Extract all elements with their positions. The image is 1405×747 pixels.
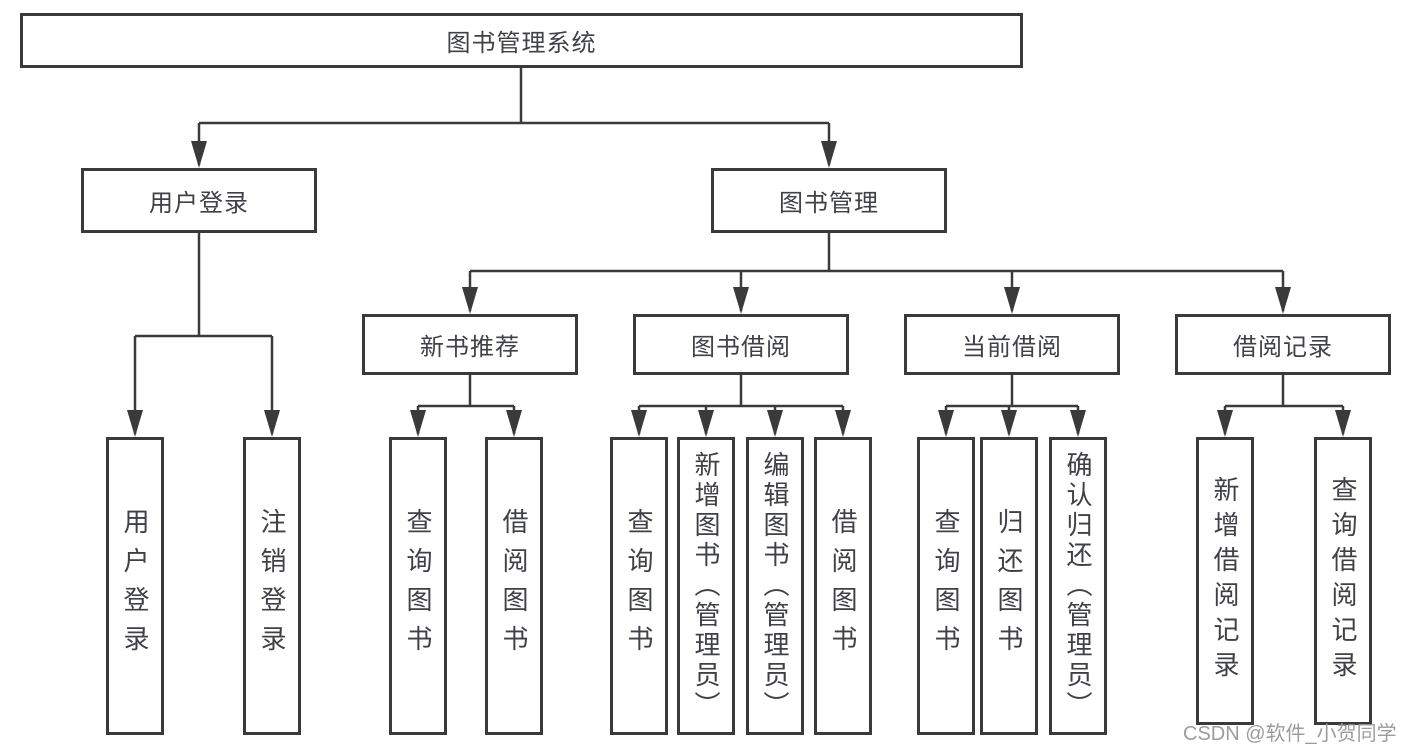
leaf-edit-books-admin: 编辑图书（管理员） xyxy=(746,437,804,735)
leaf-logout-login: 注销登录 xyxy=(243,437,301,735)
leaf-borrow-books-recommend: 借阅图书 xyxy=(485,437,543,735)
node-label: 注销登录 xyxy=(257,508,287,664)
leaf-confirm-return-admin: 确认归还（管理员） xyxy=(1049,437,1107,735)
leaf-query-books-recommend: 查询图书 xyxy=(389,437,447,735)
leaf-return-books: 归还图书 xyxy=(980,437,1038,735)
leaf-user-login: 用户登录 xyxy=(106,437,164,735)
leaf-borrow-books: 借阅图书 xyxy=(814,437,872,735)
connector-root-to-level2 xyxy=(197,68,831,165)
leaf-add-books-admin: 新增图书（管理员） xyxy=(677,437,735,735)
connector-bookmgmt-to-level3 xyxy=(468,233,1285,311)
node-new-book-recommend: 新书推荐 xyxy=(362,314,578,375)
connector-borrow-to-leaves xyxy=(637,375,845,434)
node-label: 查询图书 xyxy=(403,508,433,664)
node-label: 借阅图书 xyxy=(499,508,529,664)
node-label: 查询图书 xyxy=(624,508,654,664)
connector-records-to-leaves xyxy=(1223,375,1345,434)
node-label: 图书借阅 xyxy=(691,334,791,361)
connector-userlogin-to-leaves xyxy=(133,233,274,434)
node-label: 借阅记录 xyxy=(1233,334,1333,361)
node-label: 查询图书 xyxy=(931,508,961,664)
leaf-query-books-borrow: 查询图书 xyxy=(610,437,668,735)
connector-newbook-to-leaves xyxy=(416,375,516,434)
node-user-login: 用户登录 xyxy=(81,168,317,233)
leaf-query-borrow-record: 查询借阅记录 xyxy=(1314,437,1372,725)
node-label: 用户登录 xyxy=(120,508,150,664)
leaf-query-books-current: 查询图书 xyxy=(917,437,975,735)
node-label: 编辑图书（管理员） xyxy=(760,451,790,721)
node-label: 归还图书 xyxy=(994,508,1024,664)
csdn-watermark: CSDN @软件_小贺同学 xyxy=(1183,723,1397,745)
node-book-borrow: 图书借阅 xyxy=(633,314,849,375)
leaf-add-borrow-record: 新增借阅记录 xyxy=(1196,437,1254,725)
node-label: 新书推荐 xyxy=(420,334,520,361)
node-label: 当前借阅 xyxy=(962,334,1062,361)
node-label: 新增图书（管理员） xyxy=(691,451,721,721)
node-label: 图书管理系统 xyxy=(446,30,597,57)
arrowheads xyxy=(127,141,1351,437)
node-label: 确认归还（管理员） xyxy=(1063,451,1093,721)
node-borrow-records: 借阅记录 xyxy=(1175,314,1391,375)
node-label: 图书管理 xyxy=(779,190,879,217)
node-book-management: 图书管理 xyxy=(711,168,947,233)
node-label: 查询借阅记录 xyxy=(1328,476,1358,686)
node-label: 新增借阅记录 xyxy=(1210,476,1240,686)
node-label: 借阅图书 xyxy=(828,508,858,664)
node-library-management-system: 图书管理系统 xyxy=(20,13,1023,68)
node-label: 用户登录 xyxy=(149,190,249,217)
node-current-borrow: 当前借阅 xyxy=(904,314,1120,375)
